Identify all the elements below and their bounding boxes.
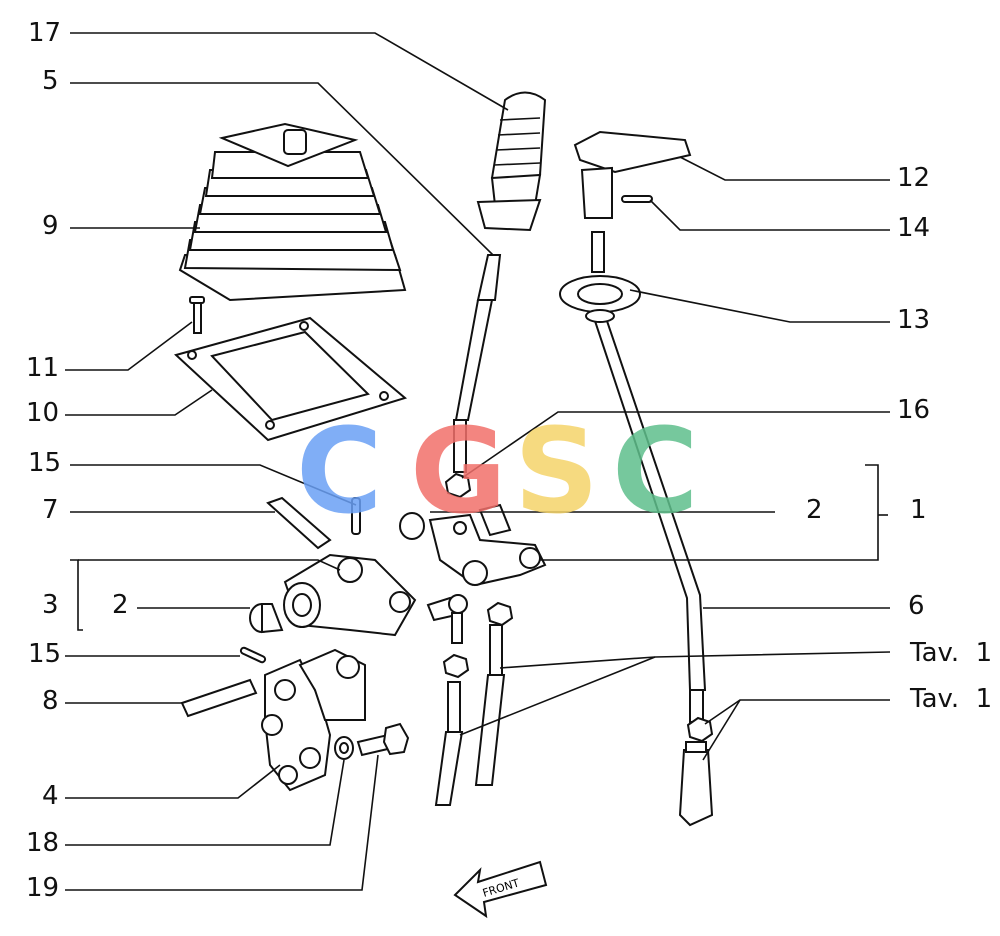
rod-nut-left xyxy=(442,653,470,679)
callout-5: 5 xyxy=(42,66,59,96)
part-2-bush-lower xyxy=(249,603,284,634)
watermark-letter-c1: C xyxy=(296,402,383,540)
part-4-bracket xyxy=(261,648,366,792)
part-17-gear-knob xyxy=(476,91,547,232)
callout-1: 1 xyxy=(910,495,927,525)
callout-tav-1-lower: Tav. 1 xyxy=(910,684,993,714)
ball-joint xyxy=(426,594,468,644)
callout-10: 10 xyxy=(26,398,60,428)
callout-17: 17 xyxy=(28,18,62,48)
callout-2-right: 2 xyxy=(806,495,823,525)
callout-18: 18 xyxy=(26,828,60,858)
part-14-pin xyxy=(621,195,653,203)
part-3-selector-body xyxy=(283,553,417,637)
part-9-gear-boot xyxy=(178,122,407,302)
part-19-bolt xyxy=(356,722,410,757)
leader-lines xyxy=(65,32,891,891)
front-direction-arrow: FRONT xyxy=(453,860,548,919)
callout-19: 19 xyxy=(26,873,60,903)
part-13-grommet xyxy=(559,275,641,323)
watermark-letter-c2: C xyxy=(612,402,699,540)
rod-end-fitting xyxy=(678,741,714,827)
part-8-pin xyxy=(180,678,258,718)
part-5-lever-rod xyxy=(453,254,502,473)
part-10-gasket-frame xyxy=(174,316,408,442)
part-7-pin xyxy=(266,496,332,550)
callout-13: 13 xyxy=(897,305,931,335)
watermark-cgsc: C G S C xyxy=(296,402,699,540)
callout-6: 6 xyxy=(908,591,925,621)
callout-15-upper: 15 xyxy=(28,448,62,478)
callout-3: 3 xyxy=(42,590,59,620)
callout-9: 9 xyxy=(42,211,59,241)
callout-4: 4 xyxy=(42,781,59,811)
callout-14: 14 xyxy=(897,213,931,243)
watermark-letter-s: S xyxy=(514,402,599,540)
part-15-pin-lower xyxy=(239,646,267,664)
linkage-rods xyxy=(434,624,506,806)
callout-tav-1-upper: Tav. 1 xyxy=(910,638,993,668)
part-1-lever-assembly xyxy=(399,503,547,587)
callout-7: 7 xyxy=(42,495,59,525)
part-12-handle xyxy=(573,130,692,219)
part-11-screw xyxy=(189,296,205,334)
callout-12: 12 xyxy=(897,163,931,193)
callout-2-left: 2 xyxy=(112,590,129,620)
rod-nut-right xyxy=(486,601,514,627)
callout-15-lower: 15 xyxy=(28,639,62,669)
callout-8: 8 xyxy=(42,686,59,716)
part-16-nut xyxy=(444,472,472,499)
part-15-pin-upper xyxy=(351,497,361,535)
callout-16: 16 xyxy=(897,395,931,425)
callout-11: 11 xyxy=(26,353,60,383)
watermark-letter-g: G xyxy=(410,402,507,540)
part-18-washer xyxy=(334,736,354,760)
